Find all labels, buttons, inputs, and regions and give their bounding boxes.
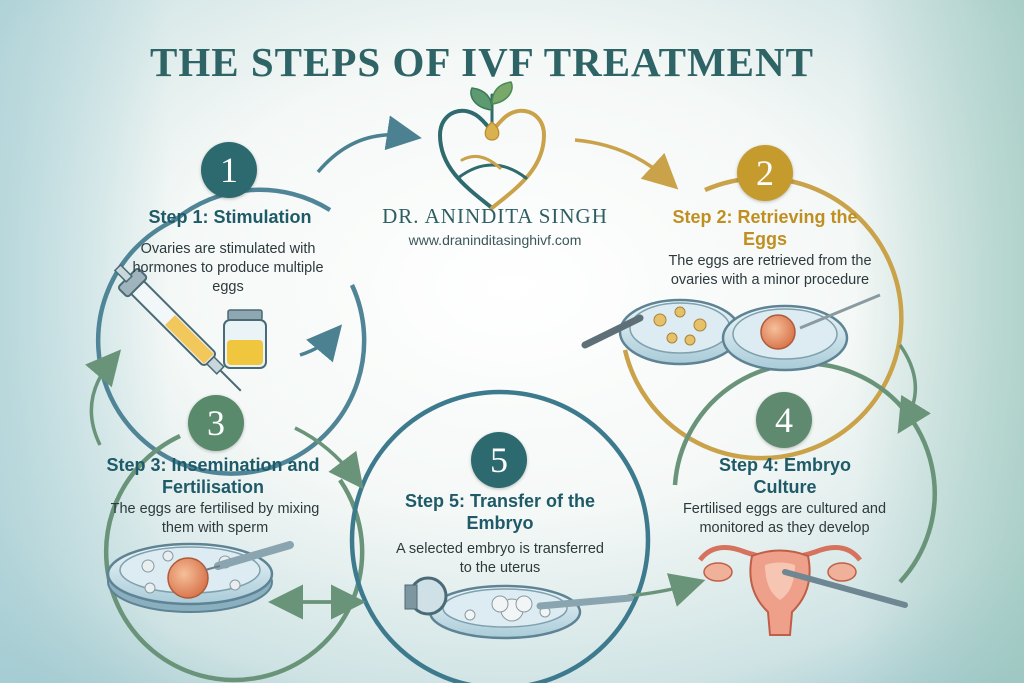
- arrow-1-to-logo: [316, 115, 422, 174]
- step-3-number-badge: 3: [188, 395, 244, 451]
- step-1-number-badge: 1: [201, 142, 257, 198]
- syringe-and-vial-icon: [113, 263, 267, 392]
- arrow-5-to-4: [627, 573, 706, 607]
- step-5-ring: [349, 389, 651, 683]
- step-2-description: The eggs are retrieved from the ovaries …: [668, 253, 872, 288]
- step-2-ring: [622, 175, 904, 461]
- step-5-description: A selected embryo is transferred to the …: [396, 541, 604, 576]
- brand-name: DR. ANINDITA SINGH: [382, 204, 608, 228]
- step-2-title: Step 2: Retrieving the Eggs: [672, 207, 858, 249]
- petri-dishes-icon: [581, 293, 881, 372]
- arrow-1-to-1: [299, 324, 343, 363]
- arrow-3-to-1: [85, 349, 122, 446]
- arrow-logo-to-2: [574, 138, 679, 190]
- step-4-title: Step 4: Embryo Culture: [718, 455, 852, 497]
- embryo-transfer-icon: [404, 576, 634, 640]
- step-1-ring: [95, 187, 367, 476]
- brand-url: www.dranindita​singhivf.com: [408, 232, 582, 248]
- fertilisation-dish-icon: [106, 541, 294, 613]
- step-5-title: Step 5: Transfer of the Embryo: [404, 491, 596, 533]
- step-1-title: Step 1: Stimulation: [148, 207, 312, 227]
- step-1-description: Ovaries are stimulated with hormones to …: [132, 241, 324, 295]
- uterus-icon: [698, 545, 908, 636]
- logo-heart-icon: [438, 81, 546, 210]
- arrow-3-to-5: [294, 426, 364, 490]
- step-2-number-badge: 2: [737, 145, 793, 201]
- step-5-number-badge: 5: [471, 432, 527, 488]
- page-title: THE STEPS OF IVF TREATMENT: [150, 39, 814, 85]
- arrow-2-to-4: [897, 343, 931, 434]
- step-4-number-badge: 4: [756, 392, 812, 448]
- step-4-ring: [672, 361, 937, 584]
- step-4-description: Fertilised eggs are cultured and monitor…: [682, 501, 887, 536]
- step-3-title: Step 3: Insemination and Fertilisation: [106, 455, 320, 497]
- step-3-ring: [103, 433, 365, 683]
- step-3-description: The eggs are fertilised by mixing them w…: [110, 501, 320, 536]
